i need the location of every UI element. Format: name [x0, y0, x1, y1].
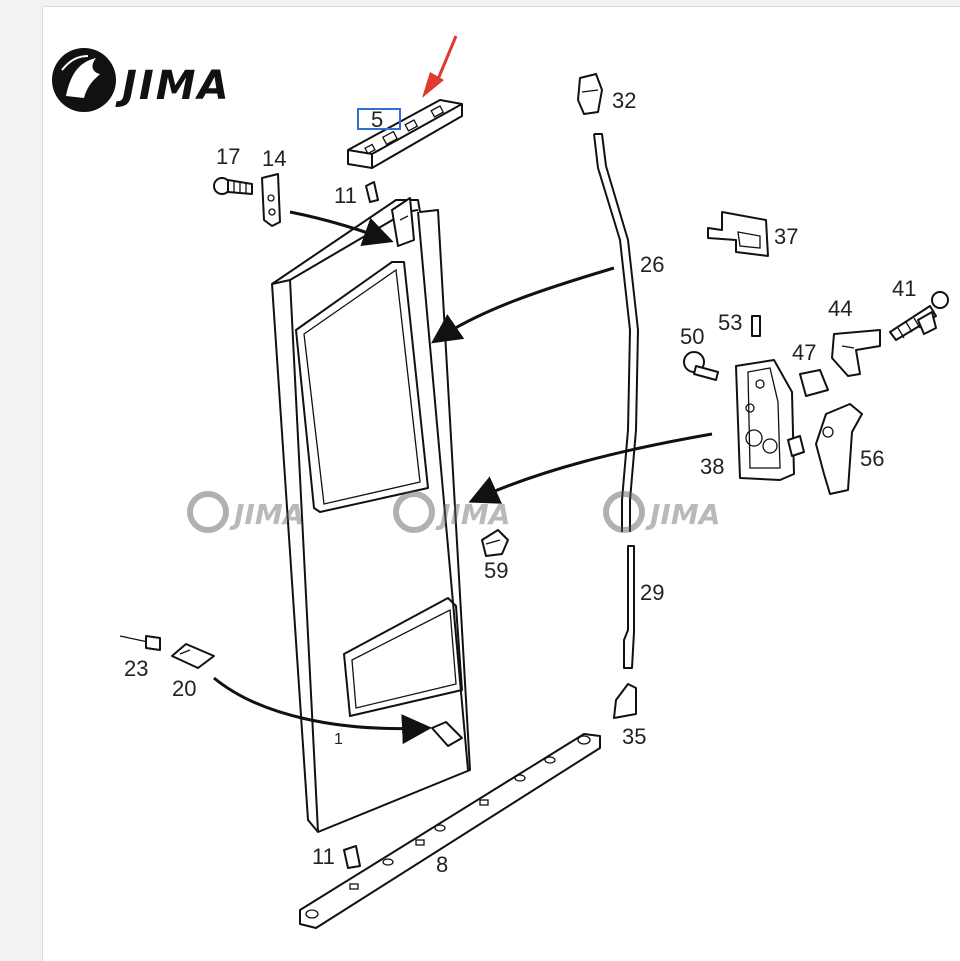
callout-37: 37 — [774, 224, 798, 249]
callout-26: 26 — [640, 252, 664, 277]
callout-35: 35 — [622, 724, 646, 749]
part-47-block[interactable] — [799, 369, 829, 397]
red-arrow-icon — [422, 35, 458, 98]
part-11-clip-top[interactable] — [365, 181, 379, 203]
logo-text: JIMA — [115, 63, 231, 109]
part-35-catch[interactable] — [613, 683, 637, 719]
callout-56: 56 — [860, 446, 884, 471]
highlight-box — [357, 108, 401, 130]
part-17-bolt[interactable] — [213, 177, 253, 195]
part-23-rivet[interactable] — [119, 635, 161, 651]
callout-8: 8 — [436, 852, 448, 877]
callout-17: 17 — [216, 144, 240, 169]
svg-text:1: 1 — [334, 731, 343, 748]
callout-23: 23 — [124, 656, 148, 681]
watermark-2: JIMA — [393, 491, 510, 533]
part-38-lock[interactable] — [735, 359, 805, 481]
brand-logo: JIMA — [52, 48, 231, 112]
part-29-rod[interactable] — [623, 545, 635, 669]
svg-text:JIMA: JIMA — [229, 498, 304, 531]
part-53-pin[interactable] — [751, 315, 761, 337]
watermark-3: JIMA — [603, 491, 720, 533]
watermark-row: JIMA JIMA JIMA — [187, 491, 720, 533]
callout-38: 38 — [700, 454, 724, 479]
part-50-screw[interactable] — [683, 351, 719, 381]
part-32-cap[interactable] — [577, 73, 603, 115]
part-41-bolt[interactable] — [889, 291, 949, 341]
callout-50: 50 — [680, 324, 704, 349]
callout-41: 41 — [892, 276, 916, 301]
part-26-rod[interactable] — [593, 133, 639, 532]
part-20-bracket[interactable] — [171, 643, 215, 669]
callout-29: 29 — [640, 580, 664, 605]
svg-text:JIMA: JIMA — [435, 498, 510, 531]
part-37-bracket[interactable] — [707, 211, 769, 257]
part-56-handle[interactable] — [815, 403, 863, 495]
callout-11-bottom: 11 — [312, 844, 335, 869]
svg-text:JIMA: JIMA — [645, 498, 720, 531]
callout-47: 47 — [792, 340, 816, 365]
part-8-strip[interactable] — [299, 733, 601, 929]
part-5-plate[interactable] — [347, 99, 463, 169]
watermark-1: JIMA — [187, 491, 304, 533]
callout-32: 32 — [612, 88, 636, 113]
callout-59: 59 — [484, 558, 508, 583]
part-59-grommet[interactable] — [481, 529, 509, 557]
door-panel: 1 — [271, 197, 471, 833]
callout-20: 20 — [172, 676, 196, 701]
callout-44: 44 — [828, 296, 852, 321]
part-44-bracket[interactable] — [831, 329, 881, 377]
callout-53: 53 — [718, 310, 742, 335]
part-11-clip-bottom[interactable] — [343, 845, 361, 869]
part-14-hinge[interactable] — [261, 173, 281, 227]
callout-14: 14 — [262, 146, 286, 171]
callout-5: 5 — [371, 107, 383, 132]
callout-11-top: 11 — [334, 183, 357, 208]
